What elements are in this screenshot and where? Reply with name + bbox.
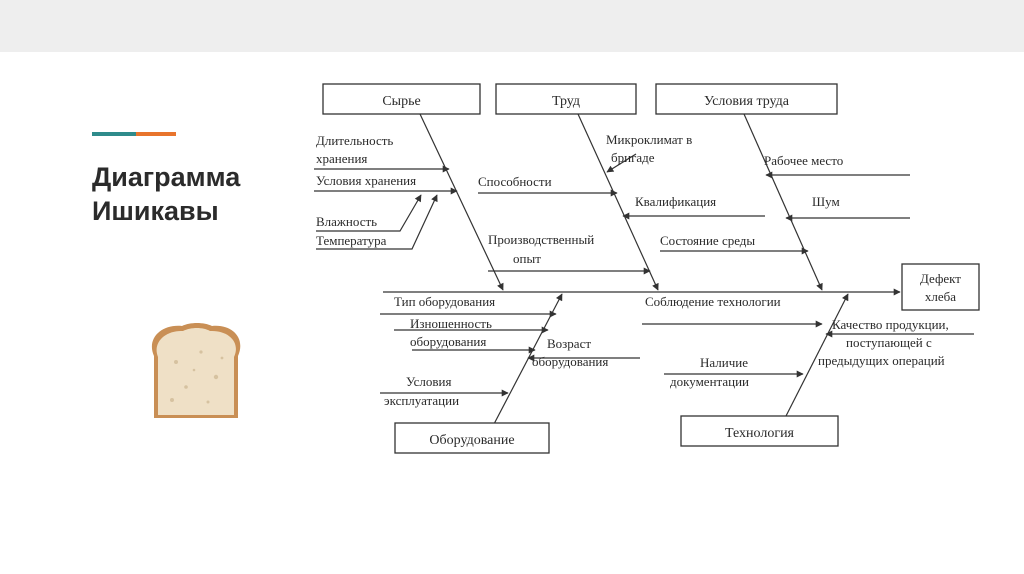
label-conditions: Условия труда: [704, 94, 790, 109]
cause-operating-2: эксплуатации: [384, 393, 459, 408]
bone-conditions: [743, 113, 823, 291]
box-equipment: [394, 422, 550, 454]
bone-labor: [577, 113, 659, 291]
cause-microclimate-2: бригаде: [611, 150, 655, 165]
slide-title: Диаграмма Ишикавы: [92, 160, 292, 228]
accent-line-teal: [92, 132, 136, 136]
box-technology: [680, 415, 839, 447]
cause-environment: Состояние среды: [660, 233, 755, 248]
top-bar: [0, 0, 1024, 52]
label-technology: Технология: [725, 426, 795, 441]
cause-abilities: Способности: [478, 174, 552, 189]
cause-storage-duration-2: хранения: [316, 151, 367, 166]
box-effect: [901, 263, 980, 311]
arrow-microclimate: [606, 153, 637, 173]
cause-documentation-1: Наличие: [700, 355, 748, 370]
cause-storage-duration-1: Длительность: [316, 133, 393, 148]
cause-temperature: Температура: [316, 233, 387, 248]
cause-wear-2: оборудования: [410, 334, 486, 349]
cause-operating-1: Условия: [406, 374, 451, 389]
arrow-humidity: [316, 194, 422, 232]
bone-raw: [419, 113, 504, 291]
cause-equipment-age-1: Возраст: [547, 336, 591, 351]
cause-work-experience-2: опыт: [513, 251, 541, 266]
label-effect-2: хлеба: [925, 289, 956, 304]
cause-tech-compliance: Соблюдение технологии: [645, 294, 781, 309]
cause-equipment-age-2: оборудования: [532, 354, 608, 369]
cause-storage-conditions: Условия хранения: [316, 173, 416, 188]
slide-title-line-2: Ишикавы: [92, 196, 219, 226]
label-raw: Сырье: [382, 94, 420, 109]
label-labor: Труд: [552, 94, 580, 109]
cause-microclimate-1: Микроклимат в: [606, 132, 692, 147]
cause-quality-1: Качество продукции,: [832, 317, 949, 332]
cause-noise: Шум: [812, 194, 840, 209]
box-labor: [495, 83, 637, 115]
box-conditions: [655, 83, 838, 115]
accent-line-orange: [136, 132, 176, 136]
cause-wear-1: Изношенность: [410, 316, 492, 331]
arrow-temperature: [316, 194, 438, 250]
cause-humidity: Влажность: [316, 214, 377, 229]
slide-title-line-1: Диаграмма: [92, 162, 241, 192]
cause-quality-2: поступающей с: [846, 335, 932, 350]
cause-documentation-2: документации: [670, 374, 749, 389]
box-raw: [322, 83, 481, 115]
cause-equipment-type: Тип оборудования: [394, 294, 495, 309]
cause-workplace: Рабочее место: [764, 153, 843, 168]
cause-qualification: Квалификация: [635, 194, 716, 209]
label-equipment: Оборудование: [429, 433, 514, 448]
bread-slice-icon: [151, 323, 241, 418]
label-effect-1: Дефект: [920, 271, 961, 286]
cause-quality-3: предыдущих операций: [818, 353, 945, 368]
bone-technology: [785, 293, 849, 417]
cause-work-experience-1: Производственный: [488, 232, 594, 247]
